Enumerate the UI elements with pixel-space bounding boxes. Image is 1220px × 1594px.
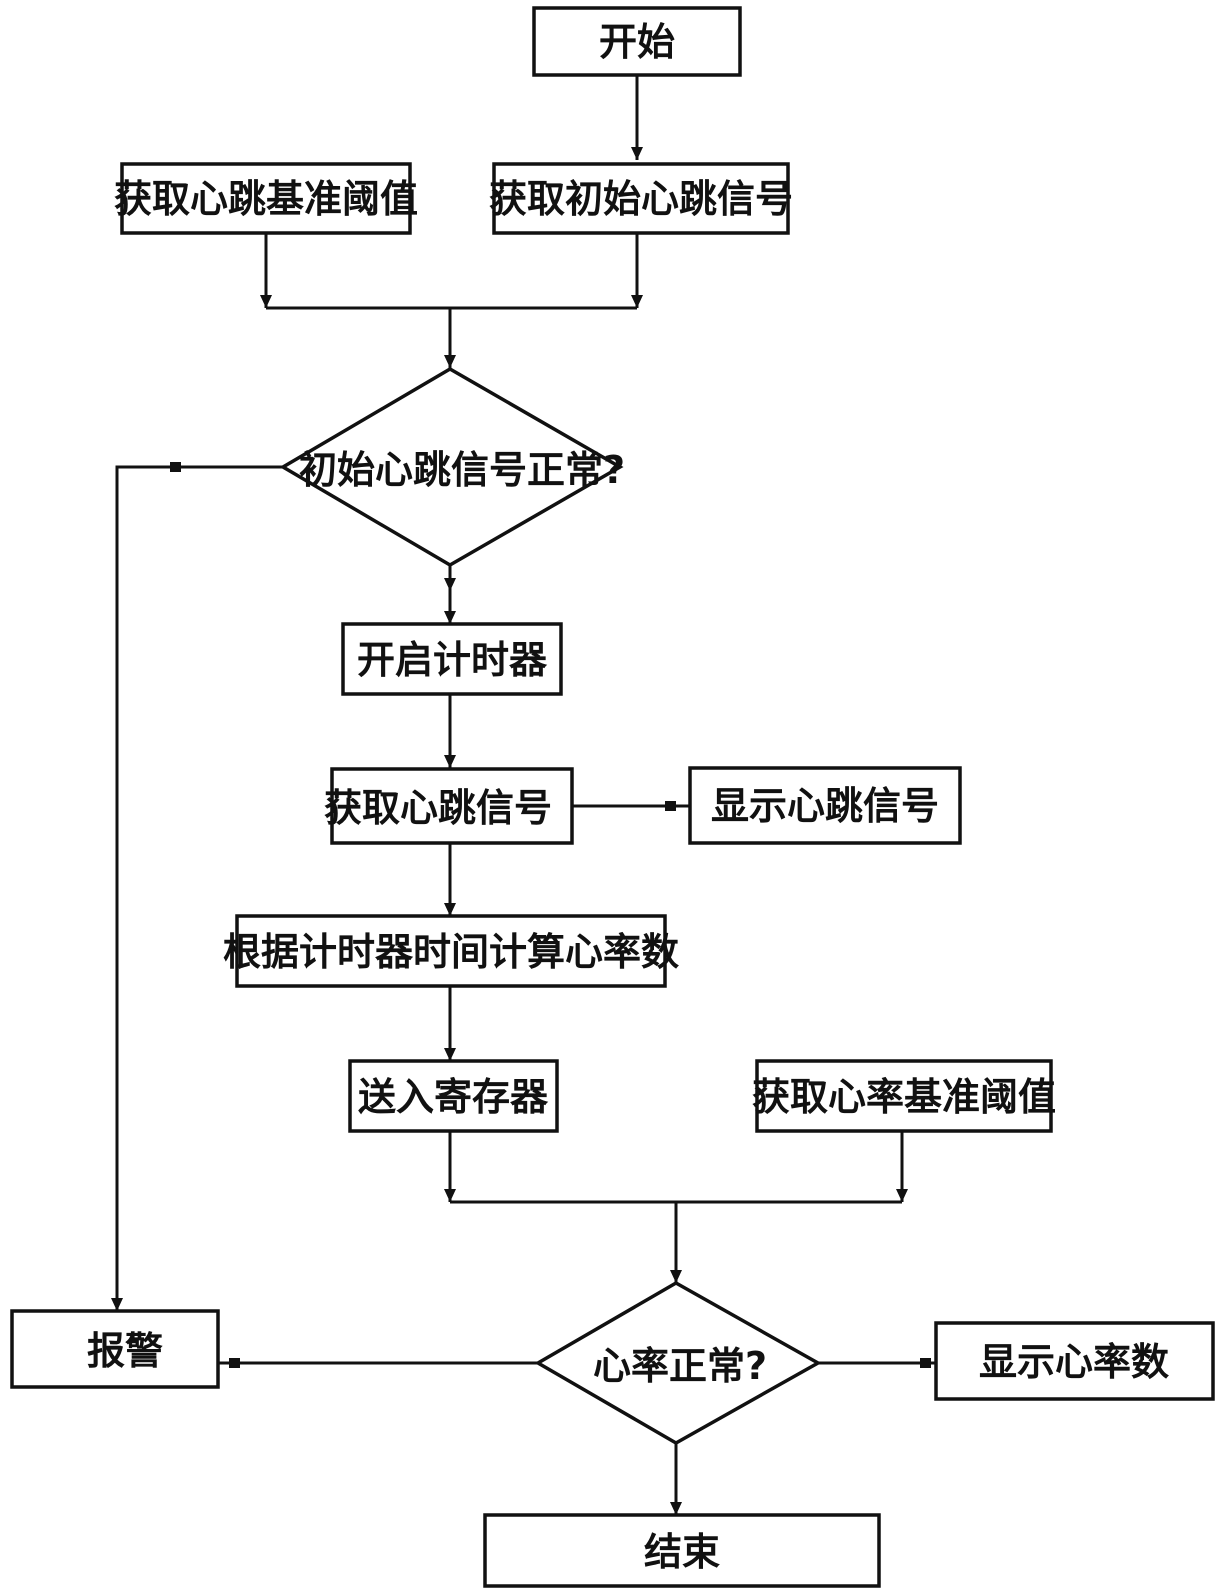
node-initial-signal-check-label: 初始心跳信号正常? — [299, 448, 625, 492]
node-get-rate-threshold: 获取心率基准阈值 — [752, 1061, 1056, 1131]
connector-initial-check-to-alarm — [117, 467, 283, 1311]
arrowhead — [896, 1189, 908, 1202]
node-initial-signal-check: 初始心跳信号正常? — [283, 369, 625, 565]
node-start-timer-label: 开启计时器 — [357, 638, 548, 682]
node-get-signal-label: 获取心跳信号 — [324, 786, 552, 830]
arrowhead — [665, 801, 676, 811]
arrowhead — [444, 1189, 456, 1202]
node-get-signal: 获取心跳信号 — [324, 769, 572, 843]
node-to-register: 送入寄存器 — [350, 1061, 557, 1131]
node-start-timer: 开启计时器 — [343, 624, 561, 694]
arrowhead — [444, 578, 456, 591]
arrowhead — [444, 1048, 456, 1061]
node-end-label: 结束 — [644, 1530, 720, 1574]
node-show-signal-label: 显示心跳信号 — [711, 784, 939, 828]
node-rate-check: 心率正常? — [538, 1283, 818, 1443]
node-start: 开始 — [534, 8, 740, 75]
arrowhead — [111, 1298, 123, 1311]
arrowhead — [229, 1358, 240, 1368]
node-get-rate-threshold-label: 获取心率基准阈值 — [752, 1075, 1056, 1119]
arrowhead — [444, 355, 456, 368]
node-to-register-label: 送入寄存器 — [358, 1075, 549, 1119]
node-rate-check-label: 心率正常? — [593, 1344, 767, 1388]
node-get-threshold: 获取心跳基准阈值 — [114, 164, 418, 233]
node-end: 结束 — [485, 1515, 879, 1586]
arrowhead — [260, 295, 272, 308]
node-show-signal: 显示心跳信号 — [690, 768, 960, 843]
node-show-rate-label: 显示心率数 — [979, 1340, 1169, 1384]
arrowhead — [170, 462, 181, 472]
arrowhead — [631, 295, 643, 308]
node-get-threshold-label: 获取心跳基准阈值 — [114, 177, 418, 221]
node-get-initial-signal: 获取初始心跳信号 — [489, 164, 793, 233]
arrowhead — [631, 147, 643, 160]
node-calc-rate: 根据计时器时间计算心率数 — [223, 916, 679, 986]
node-show-rate: 显示心率数 — [936, 1323, 1213, 1399]
arrowhead — [444, 611, 456, 624]
arrowhead — [920, 1358, 931, 1368]
node-start-label: 开始 — [599, 20, 675, 64]
arrowhead — [444, 903, 456, 916]
arrowhead — [670, 1502, 682, 1515]
node-get-initial-signal-label: 获取初始心跳信号 — [489, 177, 793, 221]
node-calc-rate-label: 根据计时器时间计算心率数 — [223, 930, 679, 974]
node-alarm-label: 报警 — [87, 1329, 163, 1373]
arrowhead — [444, 755, 456, 768]
node-alarm: 报警 — [12, 1311, 218, 1387]
